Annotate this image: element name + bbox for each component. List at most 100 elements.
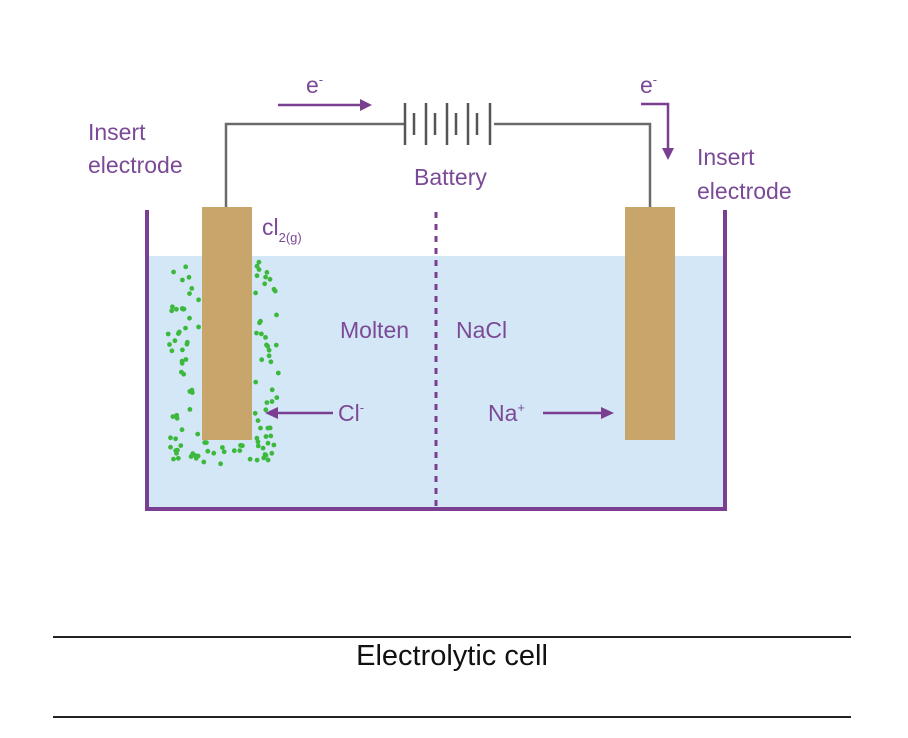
chloride-ion-label: Cl- xyxy=(338,400,364,426)
gas-bubble xyxy=(263,434,269,439)
gas-bubble xyxy=(196,324,202,330)
gas-bubble xyxy=(193,455,199,461)
gas-bubble xyxy=(254,263,260,269)
gas-bubble xyxy=(237,448,243,453)
gas-bubble xyxy=(165,331,171,337)
gas-bubble xyxy=(259,357,265,363)
gas-bubble xyxy=(257,320,262,326)
gas-bubble xyxy=(267,276,273,282)
electron-label-right: e- xyxy=(640,72,657,98)
battery-icon xyxy=(403,103,492,145)
gas-bubble xyxy=(269,450,275,456)
gas-bubble xyxy=(170,414,176,419)
gas-bubble xyxy=(186,274,192,280)
gas-bubble xyxy=(271,286,277,292)
gas-bubble xyxy=(220,445,225,450)
gas-bubble xyxy=(258,425,263,431)
electron-flow-arrow-right xyxy=(641,102,674,160)
gas-bubble xyxy=(172,338,178,344)
gas-bubble xyxy=(189,387,195,393)
electron-flow-arrow-left xyxy=(278,99,372,111)
gas-bubble xyxy=(265,343,271,349)
gas-bubble xyxy=(266,353,272,359)
gas-bubble xyxy=(211,450,217,456)
gas-bubble xyxy=(170,304,175,310)
gas-bubble xyxy=(195,431,201,437)
gas-bubble xyxy=(179,358,185,364)
gas-bubble xyxy=(268,359,274,365)
gas-bubble xyxy=(180,306,186,312)
gas-bubble xyxy=(267,425,273,431)
electrolyte-label-molten: Molten xyxy=(340,317,409,343)
gas-bubble xyxy=(274,395,280,400)
gas-bubble xyxy=(262,281,268,287)
gas-bubble xyxy=(255,439,261,445)
gas-bubble xyxy=(263,274,268,280)
battery-label: Battery xyxy=(414,164,487,190)
gas-bubble xyxy=(168,444,173,450)
gas-bubble xyxy=(189,286,195,291)
gas-bubble xyxy=(173,448,179,453)
gas-bubble xyxy=(265,440,271,446)
gas-bubble xyxy=(174,306,179,312)
gas-bubble xyxy=(262,452,268,457)
gas-bubble xyxy=(265,457,271,463)
sodium-ion-label: Na+ xyxy=(488,400,525,426)
gas-bubble xyxy=(171,456,176,462)
gas-bubble xyxy=(268,433,274,439)
gas-bubble xyxy=(204,440,209,445)
gas-bubble xyxy=(264,400,270,405)
gas-bubble xyxy=(273,342,279,348)
left-electrode xyxy=(202,207,252,440)
gas-bubble xyxy=(179,369,184,375)
gas-bubble xyxy=(168,435,173,441)
gas-bubble xyxy=(252,410,258,416)
left-electrode-label-line1: Insert xyxy=(88,119,146,145)
gas-bubble xyxy=(180,277,185,283)
gas-bubble xyxy=(218,461,224,467)
circuit-wire-left xyxy=(224,122,405,207)
gas-bubble xyxy=(201,459,207,465)
gas-bubble xyxy=(221,449,227,455)
gas-bubble xyxy=(271,442,277,448)
caption-bottom-rule xyxy=(53,716,851,718)
gas-bubble xyxy=(254,273,260,279)
gas-bubble xyxy=(274,312,279,318)
gas-bubble xyxy=(253,379,259,385)
right-electrode-label-line2: electrode xyxy=(697,178,792,204)
gas-bubble xyxy=(180,347,185,353)
gas-bubble xyxy=(269,387,275,393)
left-electrode-label-line2: electrode xyxy=(88,152,183,178)
gas-bubble xyxy=(255,418,261,423)
gas-bubble xyxy=(167,342,172,347)
gas-bubble xyxy=(169,308,175,314)
gas-bubble xyxy=(179,427,185,433)
gas-bubble xyxy=(171,269,177,275)
gas-bubble xyxy=(263,335,268,340)
right-electrode-label-line1: Insert xyxy=(697,144,755,170)
gas-bubble xyxy=(183,264,189,270)
gas-bubble xyxy=(253,290,258,296)
caption-top-rule xyxy=(53,636,851,638)
gas-bubble xyxy=(256,259,262,265)
gas-bubble xyxy=(175,455,181,461)
gas-bubble xyxy=(259,331,264,337)
gas-bubble xyxy=(264,270,270,275)
gas-bubble xyxy=(254,457,260,463)
container-wall xyxy=(145,210,727,511)
gas-bubble xyxy=(169,348,175,354)
electron-label-left: e- xyxy=(306,72,323,98)
gas-bubble xyxy=(183,325,188,331)
chlorine-gas-bubbles xyxy=(165,259,281,467)
gas-bubble xyxy=(188,454,194,459)
gas-bubble xyxy=(255,443,261,449)
right-electrode xyxy=(625,207,675,440)
figure-caption: Electrolytic cell xyxy=(356,640,548,672)
gas-bubble xyxy=(254,330,259,336)
gas-bubble xyxy=(184,339,190,345)
gas-bubble xyxy=(231,448,237,454)
gas-bubble xyxy=(183,357,189,362)
gas-bubble xyxy=(205,448,211,454)
circuit-wire-right xyxy=(494,122,652,207)
